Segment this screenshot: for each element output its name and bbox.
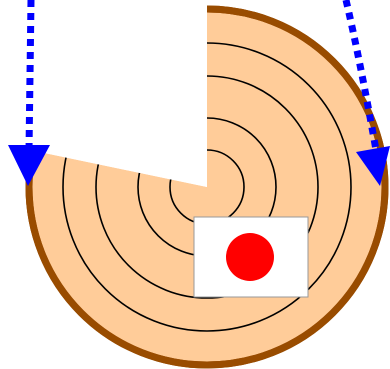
flag-sun-disc xyxy=(226,233,274,281)
japan-flag-icon xyxy=(194,217,308,297)
tree-ring-cross-section-icon xyxy=(29,5,385,365)
